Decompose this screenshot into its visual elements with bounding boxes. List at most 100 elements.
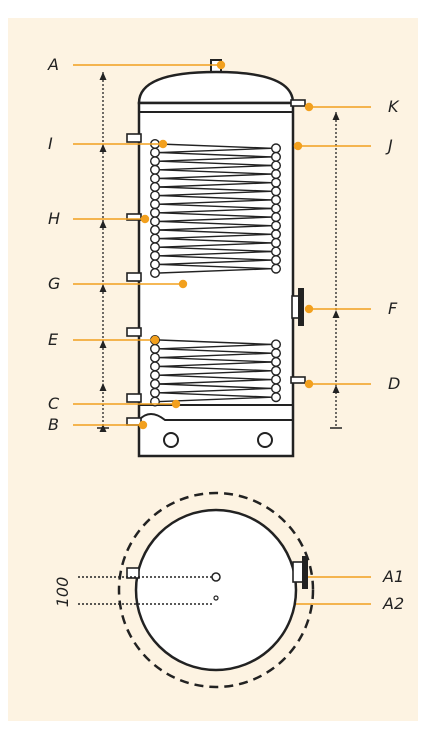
arrow-f bbox=[332, 310, 340, 318]
upper-coil-tube-loop bbox=[271, 160, 282, 171]
upper-coil-tube-loop bbox=[149, 190, 160, 201]
upper-coil-tube-segment bbox=[159, 212, 272, 218]
upper-coil-tube-loop bbox=[271, 212, 282, 223]
lower-coil-tube-segment bbox=[159, 387, 272, 394]
upper-coil-tube-loop bbox=[149, 156, 160, 167]
lower-coil-tube-loop bbox=[271, 365, 282, 376]
lower-heat-exchanger-coil bbox=[149, 335, 282, 407]
lower-coil-tube-loop bbox=[149, 379, 160, 390]
dot-g bbox=[178, 279, 188, 289]
upper-coil-tube-segment bbox=[159, 216, 272, 223]
upper-coil-tube-loop bbox=[149, 216, 160, 227]
lower-coil-tube-segment bbox=[159, 352, 272, 359]
upper-coil-tube-loop bbox=[271, 186, 282, 197]
lower-coil-tube-loop bbox=[271, 383, 282, 394]
upper-coil-tube-loop bbox=[271, 255, 282, 266]
dot-d bbox=[304, 379, 314, 389]
upper-coil-tube-segment bbox=[159, 143, 272, 149]
upper-coil-tube-segment bbox=[159, 182, 272, 188]
lower-coil-tube-loop bbox=[149, 370, 160, 381]
upper-coil-tube-segment bbox=[159, 156, 272, 162]
lower-coil-tube-loop bbox=[271, 339, 282, 350]
upper-coil-tube-loop bbox=[271, 220, 282, 231]
upper-coil-tube-loop bbox=[271, 177, 282, 188]
upper-coil-tube-loop bbox=[149, 207, 160, 218]
upper-coil-tube-segment bbox=[159, 177, 272, 184]
upper-coil-tube-loop bbox=[149, 199, 160, 210]
leader-lines bbox=[73, 64, 371, 605]
upper-coil-tube-segment bbox=[159, 207, 272, 214]
label-b: B bbox=[48, 415, 59, 434]
upper-coil-tube-loop bbox=[149, 147, 160, 158]
lower-coil-tube-segment bbox=[159, 392, 272, 398]
upper-coil-tube-loop bbox=[149, 250, 160, 261]
lower-coil-tube-segment bbox=[159, 343, 272, 350]
upper-coil-tube-segment bbox=[159, 246, 272, 253]
port-g bbox=[126, 272, 142, 282]
upper-coil-tube-segment bbox=[159, 194, 272, 201]
insulation-outline bbox=[117, 491, 315, 689]
upper-coil-tube-loop bbox=[271, 246, 282, 257]
upper-coil-tube-segment bbox=[159, 199, 272, 205]
port-c bbox=[126, 393, 142, 403]
upper-coil-tube-loop bbox=[149, 181, 160, 192]
upper-coil-tube-loop bbox=[149, 242, 160, 253]
port-b bbox=[126, 417, 142, 426]
tank-top-view: 100 bbox=[53, 491, 315, 689]
arrow-g bbox=[99, 284, 107, 292]
lower-coil-tube-segment bbox=[159, 339, 272, 346]
foot-right bbox=[257, 432, 273, 448]
label-i: I bbox=[48, 134, 53, 153]
lower-coil-tube-loop bbox=[149, 352, 160, 363]
arrow-h bbox=[99, 220, 107, 228]
port-k bbox=[290, 99, 306, 107]
top-view-flange-plate bbox=[302, 556, 308, 589]
upper-coil-tube-segment bbox=[159, 164, 272, 171]
upper-coil-tube-loop bbox=[271, 151, 282, 162]
lower-coil-tube-loop bbox=[149, 361, 160, 372]
arrow-a bbox=[99, 72, 107, 80]
lower-coil-tube-segment bbox=[159, 365, 272, 372]
dot-k bbox=[304, 102, 314, 112]
arrow-e bbox=[99, 340, 107, 348]
foot-left bbox=[163, 432, 179, 448]
connection-a1 bbox=[211, 572, 221, 582]
upper-coil-tube-segment bbox=[159, 242, 272, 248]
upper-coil-tube-segment bbox=[159, 259, 272, 266]
upper-coil-tube-segment bbox=[159, 160, 272, 167]
label-g: G bbox=[48, 274, 60, 293]
port-i bbox=[126, 133, 142, 143]
label-e: E bbox=[48, 330, 59, 349]
label-group-right: K J F D A1 A2 bbox=[382, 97, 404, 613]
upper-coil-tube-loop bbox=[271, 143, 282, 154]
upper-coil-tube-segment bbox=[159, 203, 272, 210]
connection-a2 bbox=[213, 595, 219, 601]
port-h bbox=[126, 213, 142, 221]
lower-coil-tube-loop bbox=[271, 348, 282, 359]
arrow-c bbox=[99, 383, 107, 391]
upper-heat-exchanger-coil bbox=[149, 138, 282, 279]
dot-a bbox=[216, 60, 226, 70]
flange-f-body bbox=[291, 295, 300, 319]
upper-coil-tube-loop bbox=[149, 224, 160, 235]
upper-coil-tube-loop bbox=[271, 203, 282, 214]
lower-coil-tube-segment bbox=[159, 378, 272, 385]
lower-coil-tube-loop bbox=[149, 387, 160, 398]
tank-side-view bbox=[126, 59, 306, 458]
upper-coil-tube-loop bbox=[271, 237, 282, 248]
port-d bbox=[290, 376, 306, 384]
upper-coil-tube-loop bbox=[149, 173, 160, 184]
upper-coil-tube-loop bbox=[271, 194, 282, 205]
label-group-left: A I H G E C B bbox=[47, 55, 60, 434]
lower-coil-tube-segment bbox=[159, 374, 272, 381]
upper-coil-tube-segment bbox=[159, 186, 272, 192]
dot-i bbox=[158, 139, 168, 149]
upper-coil-tube-segment bbox=[159, 250, 272, 257]
flange-f-plate bbox=[298, 288, 304, 326]
upper-coil-tube-segment bbox=[159, 173, 272, 180]
label-c: C bbox=[48, 394, 60, 413]
tank-cross-section bbox=[134, 508, 298, 672]
upper-coil-tube-loop bbox=[271, 263, 282, 274]
top-view-flange-body bbox=[292, 561, 304, 583]
